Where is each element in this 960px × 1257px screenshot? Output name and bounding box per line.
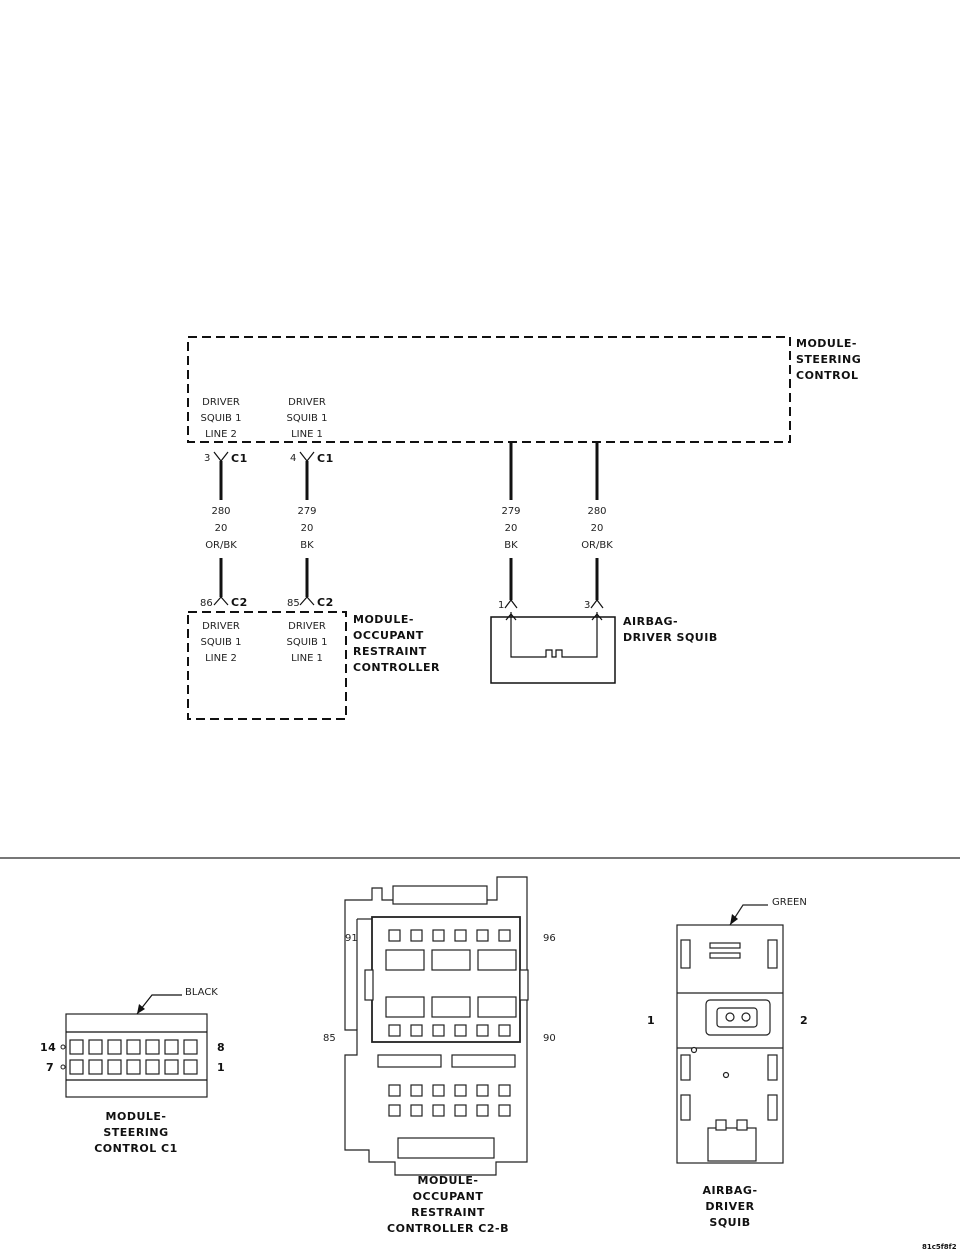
right-bottom-label-1: DRIVER	[288, 621, 326, 632]
c1-pin-bottom-right: 1	[217, 1061, 225, 1074]
left-top-label-2: SQUIB 1	[201, 413, 242, 424]
right-wire-gauge: 20	[301, 523, 314, 534]
left-wire-gauge: 20	[215, 523, 228, 534]
c2b-pin-top-left: 91	[345, 933, 358, 944]
squib-a-inner-arrow	[505, 613, 517, 621]
right-bottom-label-2: SQUIB 1	[287, 637, 328, 648]
c1-cavities	[69, 1039, 198, 1075]
squib-name-2: DRIVER SQUIB	[623, 631, 718, 644]
left-top-label-3: LINE 2	[205, 429, 237, 440]
orc-name-2: OCCUPANT	[353, 629, 424, 642]
left-top-pin: 3	[204, 453, 210, 464]
left-bottom-label-3: LINE 2	[205, 653, 237, 664]
squib-b-wire-gauge: 20	[591, 523, 604, 534]
connector-c2b-view	[344, 876, 529, 1176]
c1-color-leader	[136, 994, 182, 1015]
right-top-pin: 4	[290, 453, 296, 464]
squib-element-symbol	[510, 612, 598, 658]
orc-name-3: RESTRAINT	[353, 645, 427, 658]
right-bottom-label-3: LINE 1	[291, 653, 323, 664]
right-bottom-connector: C2	[317, 596, 334, 609]
squib-b-inner-arrow	[591, 613, 603, 621]
c2b-caption-1: MODULE-	[418, 1174, 479, 1187]
left-top-connector: C1	[231, 452, 248, 465]
squib-caption-2: DRIVER	[705, 1200, 754, 1213]
right-wire-circuit: 279	[297, 506, 316, 517]
c1-caption-1: MODULE-	[106, 1110, 167, 1123]
squib-b-connector-symbol	[590, 599, 604, 609]
c1-caption-3: CONTROL C1	[94, 1142, 178, 1155]
connector-c1-view	[60, 994, 208, 1098]
squib-a-connector-symbol	[504, 599, 518, 609]
steering-module-name-2: STEERING	[796, 353, 861, 366]
c1-pin-top-right: 8	[217, 1041, 225, 1054]
c1-color: BLACK	[185, 987, 218, 998]
right-bottom-pin: 85	[287, 598, 300, 609]
c2b-pin-bottom-left: 85	[323, 1033, 336, 1044]
airbag-driver-squib-box	[490, 616, 616, 684]
right-bottom-connector-symbol	[299, 596, 315, 606]
connector-squib-view	[676, 904, 784, 1164]
squib-connector-pin-left: 1	[647, 1014, 655, 1027]
c1-pin-bottom-left: 7	[46, 1061, 54, 1074]
c2b-pin-bottom-right: 90	[543, 1033, 556, 1044]
squib-caption-3: SQUIB	[709, 1216, 750, 1229]
left-bottom-connector-symbol	[213, 596, 229, 606]
left-bottom-connector: C2	[231, 596, 248, 609]
left-bottom-label-1: DRIVER	[202, 621, 240, 632]
left-bottom-label-2: SQUIB 1	[201, 637, 242, 648]
squib-a-wire-color: BK	[504, 540, 518, 551]
right-wire-color: BK	[300, 540, 314, 551]
c1-pin-top-left: 14	[40, 1041, 56, 1054]
right-top-label-2: SQUIB 1	[287, 413, 328, 424]
squib-b-pin: 3	[584, 600, 590, 611]
squib-connector-color: GREEN	[772, 897, 807, 908]
left-wire-circuit: 280	[211, 506, 230, 517]
squib-caption-1: AIRBAG-	[702, 1184, 757, 1197]
left-wire-color: OR/BK	[205, 540, 237, 551]
steering-control-module-box	[187, 336, 791, 443]
figure-id: 81c5f8f2	[922, 1243, 957, 1251]
steering-module-name-1: MODULE-	[796, 337, 857, 350]
right-top-connector: C1	[317, 452, 334, 465]
right-top-connector-symbol	[299, 451, 315, 462]
c1-caption-2: STEERING	[103, 1126, 168, 1139]
right-top-label-1: DRIVER	[288, 397, 326, 408]
squib-a-pin: 1	[498, 600, 504, 611]
squib-a-wire-circuit: 279	[501, 506, 520, 517]
orc-module-box	[187, 611, 347, 720]
squib-connector-pin-right: 2	[800, 1014, 808, 1027]
left-top-label-1: DRIVER	[202, 397, 240, 408]
squib-b-wire-color: OR/BK	[581, 540, 613, 551]
c2b-pin-top-right: 96	[543, 933, 556, 944]
squib-name-1: AIRBAG-	[623, 615, 678, 628]
orc-name-1: MODULE-	[353, 613, 414, 626]
left-top-connector-symbol	[213, 451, 229, 462]
c2b-caption-3: RESTRAINT	[411, 1206, 485, 1219]
left-bottom-pin: 86	[200, 598, 213, 609]
squib-b-wire-circuit: 280	[587, 506, 606, 517]
c2b-caption-2: OCCUPANT	[413, 1190, 484, 1203]
right-top-label-3: LINE 1	[291, 429, 323, 440]
orc-name-4: CONTROLLER	[353, 661, 440, 674]
c2b-caption-4: CONTROLLER C2-B	[387, 1222, 509, 1235]
squib-a-wire-gauge: 20	[505, 523, 518, 534]
steering-module-name-3: CONTROL	[796, 369, 858, 382]
